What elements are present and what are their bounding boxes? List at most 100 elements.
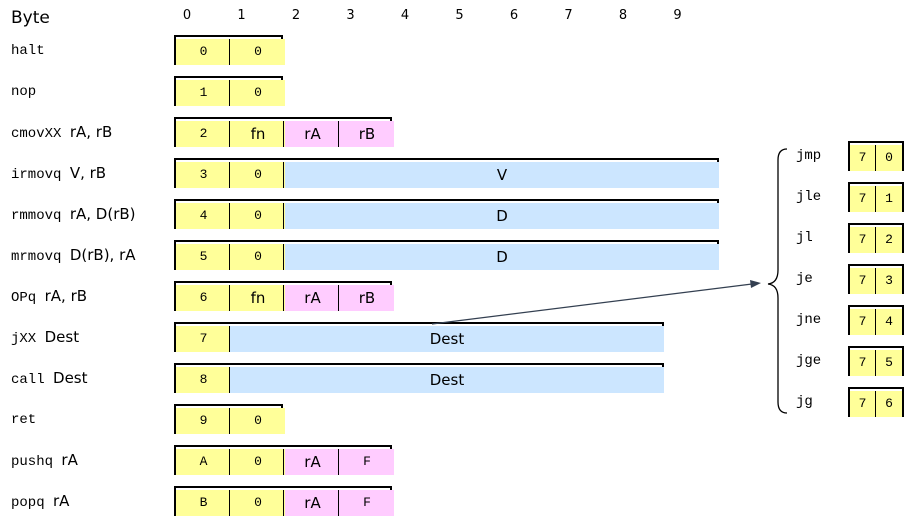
instruction-row: call Dest80Dest (0, 363, 760, 393)
value-field: D (285, 203, 719, 229)
ifun-cell: 0 (231, 39, 285, 65)
icode-cell: 2 (176, 121, 231, 147)
icode-cell: 7 (850, 309, 875, 335)
ra-cell: rA (285, 121, 340, 147)
cell-divider (229, 39, 230, 65)
ifun-cell: 0 (231, 244, 285, 270)
instruction-operands: D(rB), rA (69, 246, 136, 264)
instruction-operands: rA, rB (44, 287, 88, 305)
encoding-box: 50rArBD (174, 240, 719, 270)
ifun-cell: 0 (876, 145, 902, 171)
instruction-row: jXX Dest 7fnDest (0, 322, 760, 352)
rb-cell: rB (340, 121, 394, 147)
ifun-cell: 0 (231, 490, 285, 516)
instruction-mnemonic: OPq (11, 290, 37, 306)
instruction-row: rmmovq rA, D(rB) 40rArBD (0, 199, 760, 229)
cell-divider (875, 391, 876, 417)
cell-divider (229, 367, 230, 393)
instruction-label: jXX Dest (11, 322, 79, 352)
instruction-mnemonic: mrmovq (11, 249, 62, 265)
icode-cell: 8 (176, 367, 231, 393)
encoding-box: 30FrBV (174, 158, 719, 188)
ifun-cell: 0 (231, 80, 285, 106)
value-field: D (285, 244, 719, 270)
ra-cell: rA (285, 285, 340, 311)
icode-cell: 7 (850, 186, 875, 212)
byte-index-9: 9 (673, 8, 682, 23)
encoding-box: 40rArBD (174, 199, 719, 229)
instruction-label: irmovq V, rB (11, 158, 106, 188)
cell-divider (283, 244, 284, 270)
instruction-label: OPq rA, rB (11, 281, 87, 311)
dest-to-jumps-arrow-line (431, 283, 753, 325)
cell-divider (283, 449, 284, 475)
ifun-cell: 6 (876, 391, 902, 417)
ifun-cell: 4 (876, 309, 902, 335)
instruction-label: nop (11, 76, 36, 106)
instruction-mnemonic: cmovXX (11, 126, 62, 142)
byte-index-0: 0 (182, 8, 192, 23)
icode-cell: 3 (176, 162, 231, 188)
instruction-label: rmmovq rA, D(rB) (11, 199, 136, 229)
icode-cell: 7 (850, 145, 875, 171)
cell-divider (283, 121, 284, 147)
instruction-label: popq rA (11, 486, 69, 516)
instruction-operands: Dest (44, 328, 80, 346)
instruction-mnemonic: ret (11, 412, 37, 428)
ifun-cell: 0 (231, 408, 285, 434)
cell-divider (229, 203, 230, 229)
icode-cell: 7 (850, 350, 875, 376)
cell-divider (338, 121, 339, 147)
instruction-label: pushq rA (11, 445, 78, 475)
cell-divider (875, 145, 876, 171)
jump-mnemonic: jne (796, 312, 822, 328)
cell-divider (338, 285, 339, 311)
cell-divider (229, 326, 230, 352)
icode-cell: 7 (176, 326, 231, 352)
instruction-operands: rA (53, 492, 70, 510)
icode-cell: 6 (176, 285, 231, 311)
instruction-row: irmovq V, rB 30FrBV (0, 158, 760, 188)
ifun-cell: 5 (876, 350, 902, 376)
ifun-cell: 0 (231, 162, 285, 188)
cell-divider (229, 80, 230, 106)
cell-divider (875, 227, 876, 253)
icode-cell: B (176, 490, 231, 516)
cell-divider (229, 449, 230, 475)
ifun-cell: 1 (876, 186, 902, 212)
instruction-row: mrmovq D(rB), rA 50rArBD (0, 240, 760, 270)
ifun-cell: 0 (231, 203, 285, 229)
encoding-box: 7fnDest (174, 322, 664, 352)
value-field: V (285, 162, 719, 188)
cell-divider (338, 449, 339, 475)
cell-divider (229, 408, 230, 434)
icode-cell: A (176, 449, 231, 475)
cell-divider (229, 244, 230, 270)
ifun-cell: 0 (231, 449, 285, 475)
byte-header-label: Byte (11, 8, 50, 28)
instruction-mnemonic: call (11, 372, 45, 388)
jump-mnemonic: jle (796, 189, 822, 205)
ifun-cell: 2 (876, 227, 902, 253)
cell-divider (338, 490, 339, 516)
byte-index-8: 8 (618, 8, 628, 23)
icode-cell: 4 (176, 203, 231, 229)
value-field: Dest (230, 326, 664, 352)
